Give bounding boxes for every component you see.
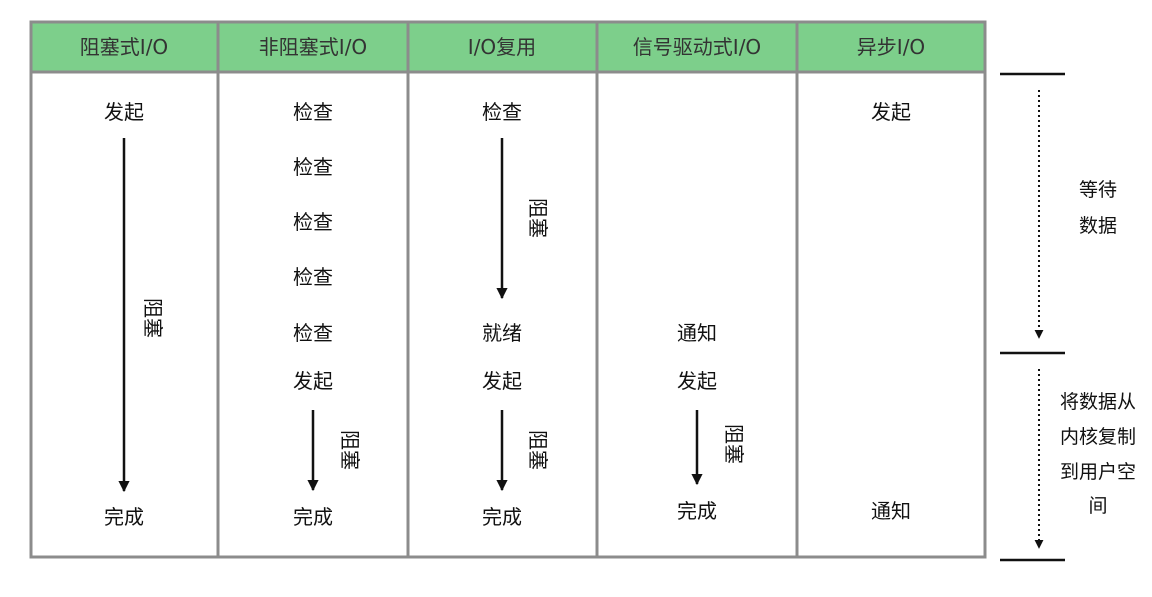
body-cell-async bbox=[795, 70, 987, 559]
header-row: 阻塞式I/O 非阻塞式I/O I/O复用 信号驱动式I/O 异步I/O bbox=[29, 20, 987, 74]
wait-data-line-1: 等待 bbox=[1079, 179, 1117, 201]
blocking-block-label: 阻塞 bbox=[141, 298, 165, 338]
header-io-multiplexing: I/O复用 bbox=[468, 35, 536, 59]
wait-data-line-2: 数据 bbox=[1079, 215, 1117, 237]
nonblocking-check-4: 检查 bbox=[293, 265, 333, 289]
column-signal-driven-io: 通知 发起 阻塞 完成 bbox=[677, 321, 746, 523]
header-cell-blocking bbox=[29, 20, 220, 74]
column-io-multiplexing: 检查 阻塞 就绪 发起 阻塞 完成 bbox=[482, 100, 550, 529]
signal-block-label: 阻塞 bbox=[722, 424, 746, 464]
signal-start-label: 发起 bbox=[677, 369, 717, 393]
copy-data-line-4: 间 bbox=[1088, 495, 1107, 517]
column-blocking-io: 发起 阻塞 完成 bbox=[104, 100, 165, 529]
mux-block-label-2: 阻塞 bbox=[526, 430, 550, 470]
nonblocking-check-1: 检查 bbox=[293, 100, 333, 124]
header-blocking-io: 阻塞式I/O bbox=[80, 35, 168, 59]
nonblocking-check-3: 检查 bbox=[293, 210, 333, 234]
column-nonblocking-io: 检查 检查 检查 检查 检查 发起 阻塞 完成 bbox=[293, 100, 362, 529]
header-nonblocking-io: 非阻塞式I/O bbox=[259, 35, 367, 59]
copy-data-line-3: 到用户空 bbox=[1060, 461, 1136, 483]
signal-notify-label: 通知 bbox=[677, 321, 717, 345]
mux-end-label: 完成 bbox=[482, 505, 522, 529]
blocking-start-label: 发起 bbox=[104, 100, 144, 124]
phase-legend: 等待 数据 将数据从 内核复制 到用户空 间 bbox=[1000, 72, 1136, 562]
column-async-io: 发起 通知 bbox=[871, 100, 911, 523]
mux-block-label-1: 阻塞 bbox=[526, 198, 550, 238]
copy-data-line-2: 内核复制 bbox=[1060, 426, 1136, 448]
async-notify-label: 通知 bbox=[871, 499, 911, 523]
signal-end-label: 完成 bbox=[677, 499, 717, 523]
header-signal-driven-io: 信号驱动式I/O bbox=[633, 35, 761, 59]
body-cells bbox=[29, 70, 987, 559]
blocking-end-label: 完成 bbox=[104, 505, 144, 529]
nonblocking-start-label: 发起 bbox=[293, 369, 333, 393]
mux-start-label: 发起 bbox=[482, 369, 522, 393]
nonblocking-block-label: 阻塞 bbox=[338, 430, 362, 470]
copy-data-line-1: 将数据从 bbox=[1060, 391, 1136, 413]
nonblocking-end-label: 完成 bbox=[293, 505, 333, 529]
body-cell-signal-driven bbox=[595, 70, 799, 559]
header-async-io: 异步I/O bbox=[857, 35, 925, 59]
async-start-label: 发起 bbox=[871, 100, 911, 124]
mux-check-label: 检查 bbox=[482, 100, 522, 124]
mux-ready-label: 就绪 bbox=[482, 321, 522, 345]
nonblocking-check-2: 检查 bbox=[293, 155, 333, 179]
nonblocking-check-5: 检查 bbox=[293, 321, 333, 345]
